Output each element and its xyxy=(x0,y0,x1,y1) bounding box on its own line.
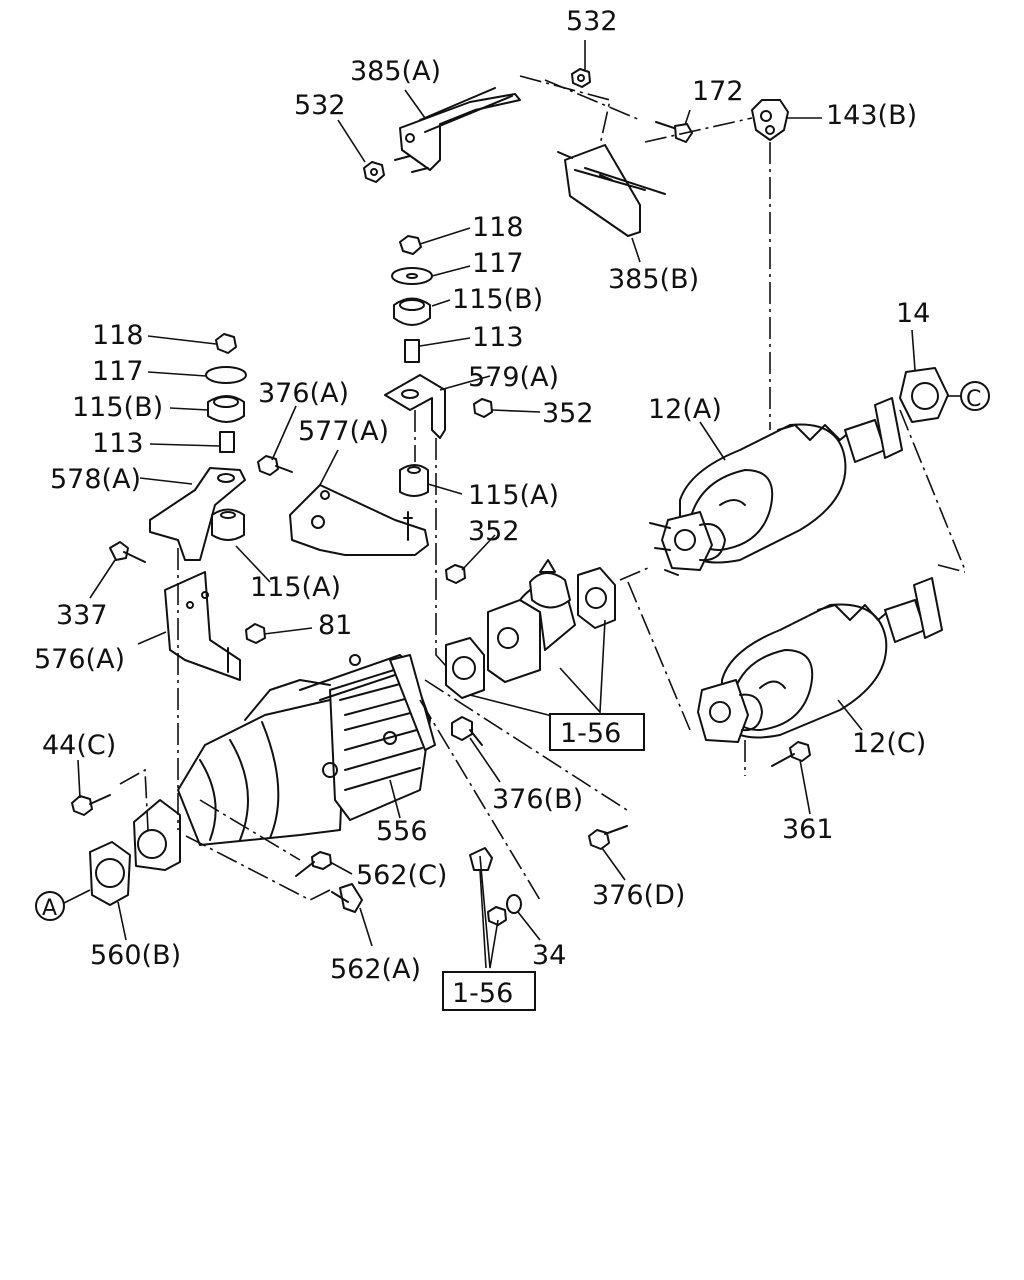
label-172: 172 xyxy=(692,76,744,107)
nut-532-left-drawing xyxy=(363,161,385,183)
ref-box-lower-label: 1-56 xyxy=(452,978,513,1009)
label-532-top: 532 xyxy=(566,6,618,37)
label-385b: 385(B) xyxy=(608,264,699,295)
bracket-577a-drawing xyxy=(289,484,429,556)
bracket-143b-drawing xyxy=(751,99,789,141)
label-576a: 576(A) xyxy=(34,644,125,675)
label-352-upper: 352 xyxy=(542,398,594,429)
bracket-385b-drawing xyxy=(557,144,666,237)
circle-ref-a-label: A xyxy=(42,896,57,921)
alignment-chain-lines xyxy=(119,75,966,901)
label-376a: 376(A) xyxy=(258,378,349,409)
label-562c: 562(C) xyxy=(356,860,447,891)
nut-532-top-drawing xyxy=(571,68,591,88)
bolt-361-drawing xyxy=(771,741,811,767)
circle-ref-a[interactable]: A xyxy=(35,891,65,921)
label-376d: 376(D) xyxy=(592,880,685,911)
bolt-376d-drawing xyxy=(588,825,628,850)
label-118-left: 118 xyxy=(92,320,144,351)
label-118-center: 118 xyxy=(472,212,524,243)
bracket-576a-drawing xyxy=(164,571,241,681)
bolt-44c-drawing xyxy=(71,794,111,816)
label-376b: 376(B) xyxy=(492,784,583,815)
part-labels: 532 385(A) 532 172 143(B) 385(B) 118 117… xyxy=(34,6,930,985)
label-81: 81 xyxy=(318,610,352,641)
ref-box-upper-label: 1-56 xyxy=(560,718,621,749)
gasket-560b-drawing xyxy=(89,841,131,906)
label-113-left: 113 xyxy=(92,428,144,459)
circle-references: C A xyxy=(35,381,990,921)
part-drawings xyxy=(71,68,949,926)
label-143b: 143(B) xyxy=(826,100,917,131)
label-560b: 560(B) xyxy=(90,940,181,971)
label-532-left: 532 xyxy=(294,90,346,121)
left-mount-stack-drawing xyxy=(149,333,247,561)
label-115a-center: 115(A) xyxy=(468,480,559,511)
bracket-385a-drawing xyxy=(394,87,521,173)
ref-box-lower-frame xyxy=(442,971,536,1011)
label-34: 34 xyxy=(532,940,566,971)
dpf-556-drawing xyxy=(133,654,436,871)
gasket-14-drawing xyxy=(899,367,949,423)
label-577a: 577(A) xyxy=(298,416,389,447)
label-113-center: 113 xyxy=(472,322,524,353)
label-385a: 385(A) xyxy=(350,56,441,87)
label-562a: 562(A) xyxy=(330,954,421,985)
label-115a-left: 115(A) xyxy=(250,572,341,603)
ref-box-upper-frame xyxy=(549,713,645,751)
label-115b-left: 115(B) xyxy=(72,392,163,423)
circle-ref-c[interactable]: C xyxy=(960,381,990,412)
label-12a: 12(A) xyxy=(648,394,722,425)
nut-352-lower-drawing xyxy=(445,564,466,584)
label-44c: 44(C) xyxy=(42,730,116,761)
reference-boxes: 1-56 1-56 xyxy=(442,713,645,1011)
muffler-12a-drawing xyxy=(649,397,903,576)
circle-ref-c-label: C xyxy=(966,387,981,412)
label-12c: 12(C) xyxy=(852,728,926,759)
label-115b-center: 115(B) xyxy=(452,284,543,315)
label-578a: 578(A) xyxy=(50,464,141,495)
label-361: 361 xyxy=(782,814,834,845)
ref-box-lower[interactable]: 1-56 xyxy=(442,971,536,1011)
sensor-unit-drawing xyxy=(445,559,616,699)
bolts-562-drawing xyxy=(295,851,363,913)
washers-drawing xyxy=(469,847,522,926)
ref-box-upper[interactable]: 1-56 xyxy=(549,713,645,751)
muffler-12c-drawing xyxy=(697,577,943,743)
label-117-center: 117 xyxy=(472,248,524,279)
nut-81-drawing xyxy=(245,623,266,644)
label-117-left: 117 xyxy=(92,356,144,387)
center-mount-stack-drawing xyxy=(384,235,446,497)
label-352-lower: 352 xyxy=(468,516,520,547)
nut-352-upper-drawing xyxy=(473,398,493,418)
leader-lines xyxy=(57,40,962,969)
label-579a: 579(A) xyxy=(468,362,559,393)
label-556: 556 xyxy=(376,816,428,847)
bolt-337-drawing xyxy=(109,541,146,563)
bolt-376a-drawing xyxy=(257,455,293,476)
bolt-376b-drawing xyxy=(451,716,483,746)
label-14: 14 xyxy=(896,298,930,329)
label-337: 337 xyxy=(56,600,108,631)
